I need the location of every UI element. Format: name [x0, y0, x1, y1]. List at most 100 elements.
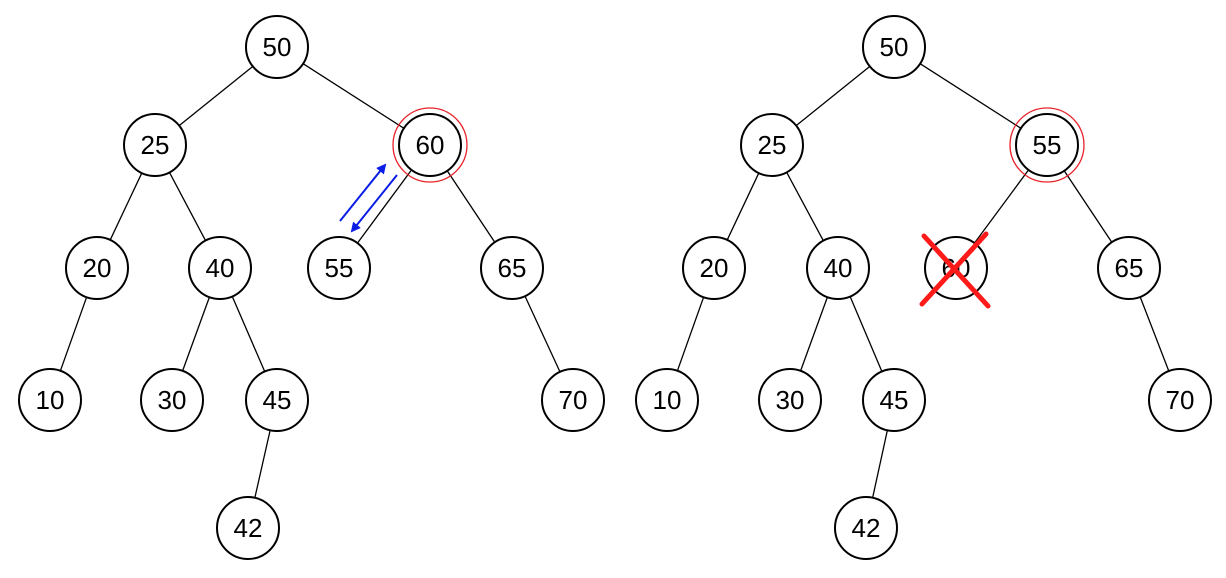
edge-40-30	[799, 296, 829, 372]
delete-stroke	[919, 231, 989, 307]
node-label: 42	[852, 513, 881, 543]
node-label: 65	[498, 253, 527, 283]
node-50: 50	[862, 15, 926, 79]
node-circle	[140, 368, 204, 432]
node-label: 65	[1115, 253, 1144, 283]
node-label: 70	[559, 385, 588, 415]
node-42: 42	[216, 496, 280, 560]
edge-50-25	[178, 65, 254, 127]
node-label: 50	[880, 32, 909, 62]
node-40: 40	[188, 236, 252, 300]
edge-55-65	[1063, 170, 1113, 243]
node-65: 65	[1097, 236, 1161, 300]
edge-40-45	[231, 296, 266, 372]
edge-25-40	[168, 172, 207, 241]
node-10: 10	[635, 368, 699, 432]
node-circle	[188, 236, 252, 300]
edge-50-55	[919, 63, 1022, 129]
edge-65-70	[524, 295, 561, 373]
delete-x-mark	[919, 231, 991, 309]
node-65: 65	[480, 236, 544, 300]
node-circle	[834, 496, 898, 560]
node-label: 45	[880, 385, 909, 415]
edge-60-55	[356, 169, 413, 244]
delete-stroke	[921, 233, 991, 309]
node-60: 60	[398, 113, 462, 177]
node-55: 55	[307, 236, 371, 300]
node-label: 50	[263, 32, 292, 62]
node-42: 42	[834, 496, 898, 560]
node-circle	[1015, 113, 1079, 177]
edge-50-60	[302, 63, 405, 129]
edge-65-70	[1139, 296, 1170, 372]
node-label: 10	[653, 385, 682, 415]
node-20: 20	[682, 236, 746, 300]
node-label: 45	[263, 385, 292, 415]
node-10: 10	[18, 368, 82, 432]
node-circle	[123, 113, 187, 177]
node-circle	[398, 113, 462, 177]
node-70: 70	[541, 368, 605, 432]
node-30: 30	[758, 368, 822, 432]
node-45: 45	[245, 368, 309, 432]
node-label: 20	[83, 253, 112, 283]
node-label: 25	[758, 130, 787, 160]
node-circle	[245, 368, 309, 432]
node-label: 55	[325, 253, 354, 283]
node-45: 45	[862, 368, 926, 432]
node-label: 42	[234, 513, 263, 543]
node-50: 50	[245, 15, 309, 79]
node-25: 25	[123, 113, 187, 177]
node-circle	[758, 368, 822, 432]
arrow-up	[339, 163, 387, 222]
node-label: 40	[824, 253, 853, 283]
edge-50-25	[795, 65, 871, 127]
edge-60-65	[446, 170, 496, 243]
node-circle	[806, 236, 870, 300]
node-circle	[1097, 236, 1161, 300]
swap-arrows	[339, 163, 398, 233]
node-circle	[635, 368, 699, 432]
node-circle	[245, 15, 309, 79]
edge-20-10	[59, 296, 88, 372]
node-label: 30	[158, 385, 187, 415]
node-label: 10	[36, 385, 65, 415]
edge-25-20	[726, 172, 760, 241]
arrow-down	[350, 174, 398, 233]
node-20: 20	[65, 236, 129, 300]
node-circle	[862, 368, 926, 432]
edge-45-42	[871, 430, 889, 498]
edge-45-42	[254, 430, 271, 498]
tree-after-deletion: 502555204060651030457042	[635, 15, 1212, 560]
node-30: 30	[140, 368, 204, 432]
node-25: 25	[740, 113, 804, 177]
node-circle	[862, 15, 926, 79]
node-label: 30	[776, 385, 805, 415]
node-label: 25	[141, 130, 170, 160]
node-55: 55	[1015, 113, 1079, 177]
node-label: 60	[416, 130, 445, 160]
node-circle	[18, 368, 82, 432]
node-circle	[307, 236, 371, 300]
edge-25-20	[109, 172, 143, 241]
node-label: 55	[1033, 130, 1062, 160]
highlight-ring	[1009, 107, 1085, 183]
edge-20-10	[676, 296, 705, 372]
highlight-ring	[392, 107, 468, 183]
node-circle	[740, 113, 804, 177]
node-40: 40	[806, 236, 870, 300]
node-circle	[216, 496, 280, 560]
node-circle	[541, 368, 605, 432]
edge-25-40	[786, 172, 824, 241]
node-label: 20	[700, 253, 729, 283]
tree-before-deletion: 50 25 60 20 40 55 65 10 30 45 70 42	[18, 15, 605, 560]
node-70: 70	[1148, 368, 1212, 432]
node-circle	[65, 236, 129, 300]
edge-40-30	[181, 296, 211, 372]
node-label: 70	[1166, 385, 1195, 415]
edge-55-60	[973, 169, 1030, 244]
node-circle	[1148, 368, 1212, 432]
node-circle	[480, 236, 544, 300]
node-circle	[682, 236, 746, 300]
